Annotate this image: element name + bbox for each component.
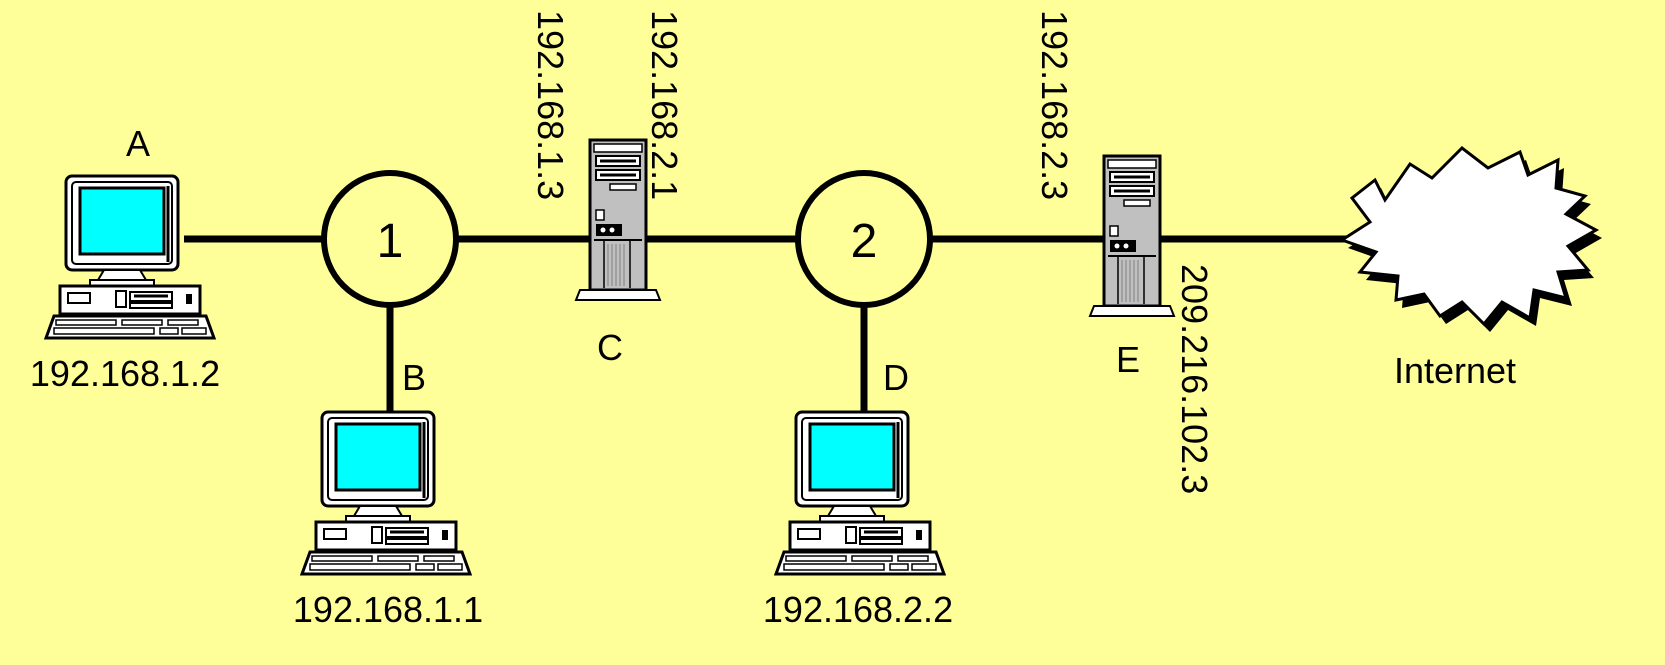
host-b-ip: 192.168.1.1	[293, 589, 483, 630]
host-b-label: B	[402, 357, 426, 398]
host-a: A 192.168.1.2	[30, 123, 220, 394]
router-c-ip-right: 192.168.2.1	[644, 10, 685, 200]
desktop-computer-icon	[776, 412, 944, 574]
host-a-ip: 192.168.1.2	[30, 353, 220, 394]
host-a-label: A	[126, 123, 150, 164]
router-e-ip-left: 192.168.2.3	[1034, 10, 1075, 200]
network-2-label: 2	[851, 215, 878, 268]
network-1-hub: 1	[324, 173, 456, 305]
router-e: E 192.168.2.3 209.216.102.3	[1034, 10, 1215, 494]
desktop-computer-icon	[302, 412, 470, 574]
router-e-ip-right: 209.216.102.3	[1174, 264, 1215, 494]
desktop-computer-icon	[46, 176, 214, 338]
router-e-label: E	[1116, 339, 1140, 380]
server-tower-icon	[1090, 156, 1174, 316]
host-d-label: D	[883, 357, 909, 398]
router-c: C 192.168.1.3 192.168.2.1	[530, 10, 685, 368]
network-2-hub: 2	[798, 173, 930, 305]
network-1-label: 1	[377, 215, 404, 268]
host-d: D 192.168.2.2	[763, 357, 953, 630]
router-c-label: C	[597, 327, 623, 368]
internet-cloud: Internet	[1342, 148, 1602, 391]
router-c-ip-left: 192.168.1.3	[530, 10, 571, 200]
host-d-ip: 192.168.2.2	[763, 589, 953, 630]
internet-label: Internet	[1394, 350, 1516, 391]
